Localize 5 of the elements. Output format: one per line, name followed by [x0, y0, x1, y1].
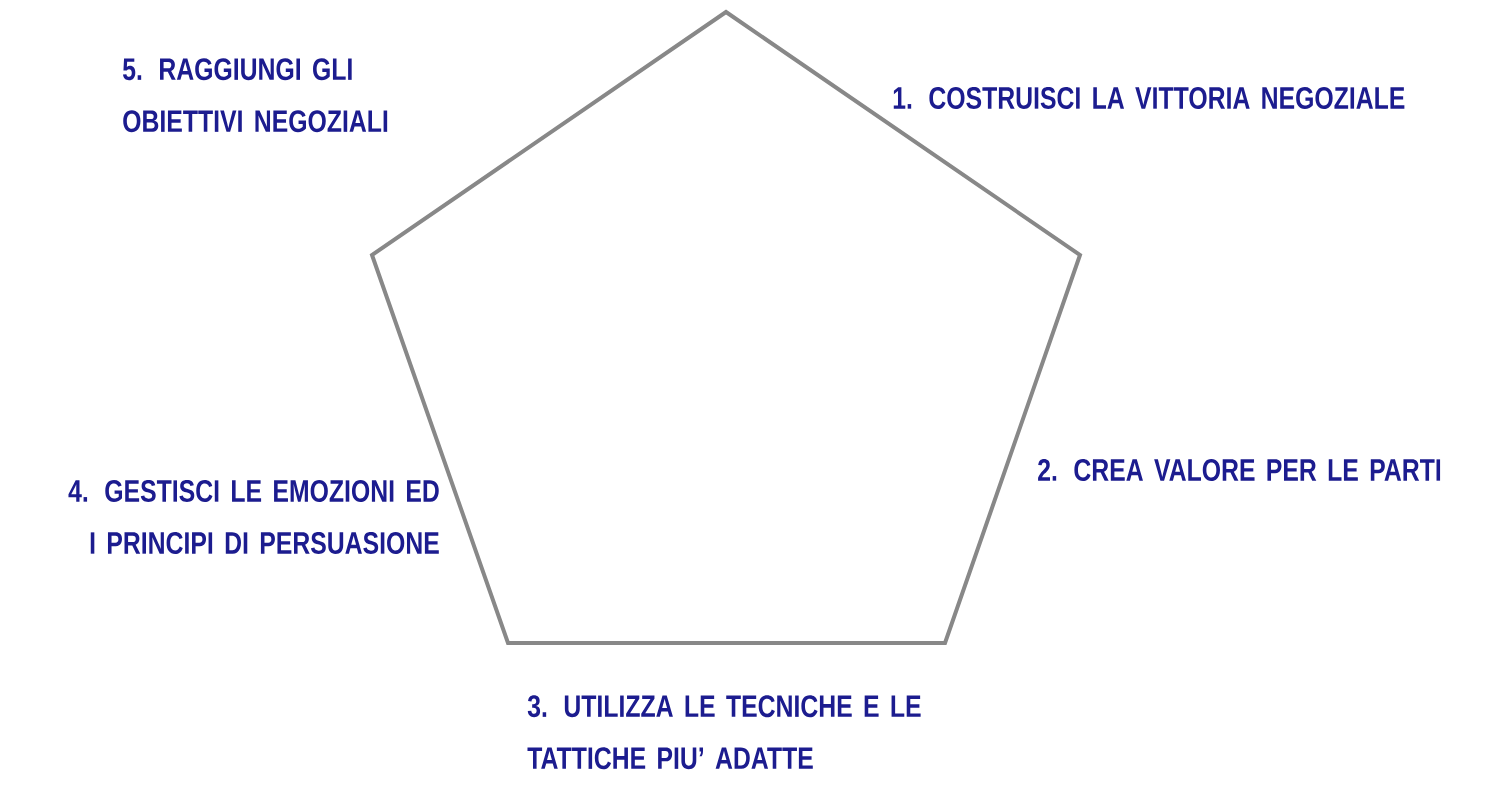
step-label: 3. UTILIZZA LE TECNICHE E LE TATTICHE PIU’ ADATTE: [527, 695, 921, 770]
step-label: 2. CREA VALORE PER LE PARTI: [1038, 459, 1441, 481]
step-label: 1. COSTRUISCI LA VITTORIA NEGOZIALE: [893, 87, 1405, 109]
step-label: 4. GESTISCI LE EMOZIONI ED I PRINCIPI DI PERSUASIONE: [68, 480, 439, 554]
step-label: 5. RAGGIUNGI GLI OBIETTIVI NEGOZIALI: [122, 58, 388, 133]
